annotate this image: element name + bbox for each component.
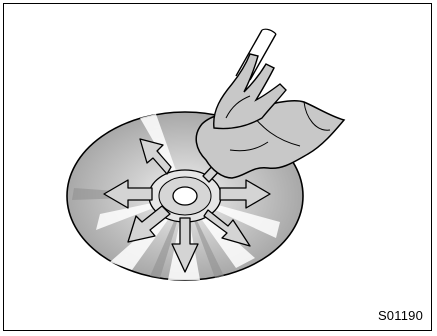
figure-code-label: S01190 (378, 308, 423, 323)
hand-with-cloth (196, 29, 344, 178)
